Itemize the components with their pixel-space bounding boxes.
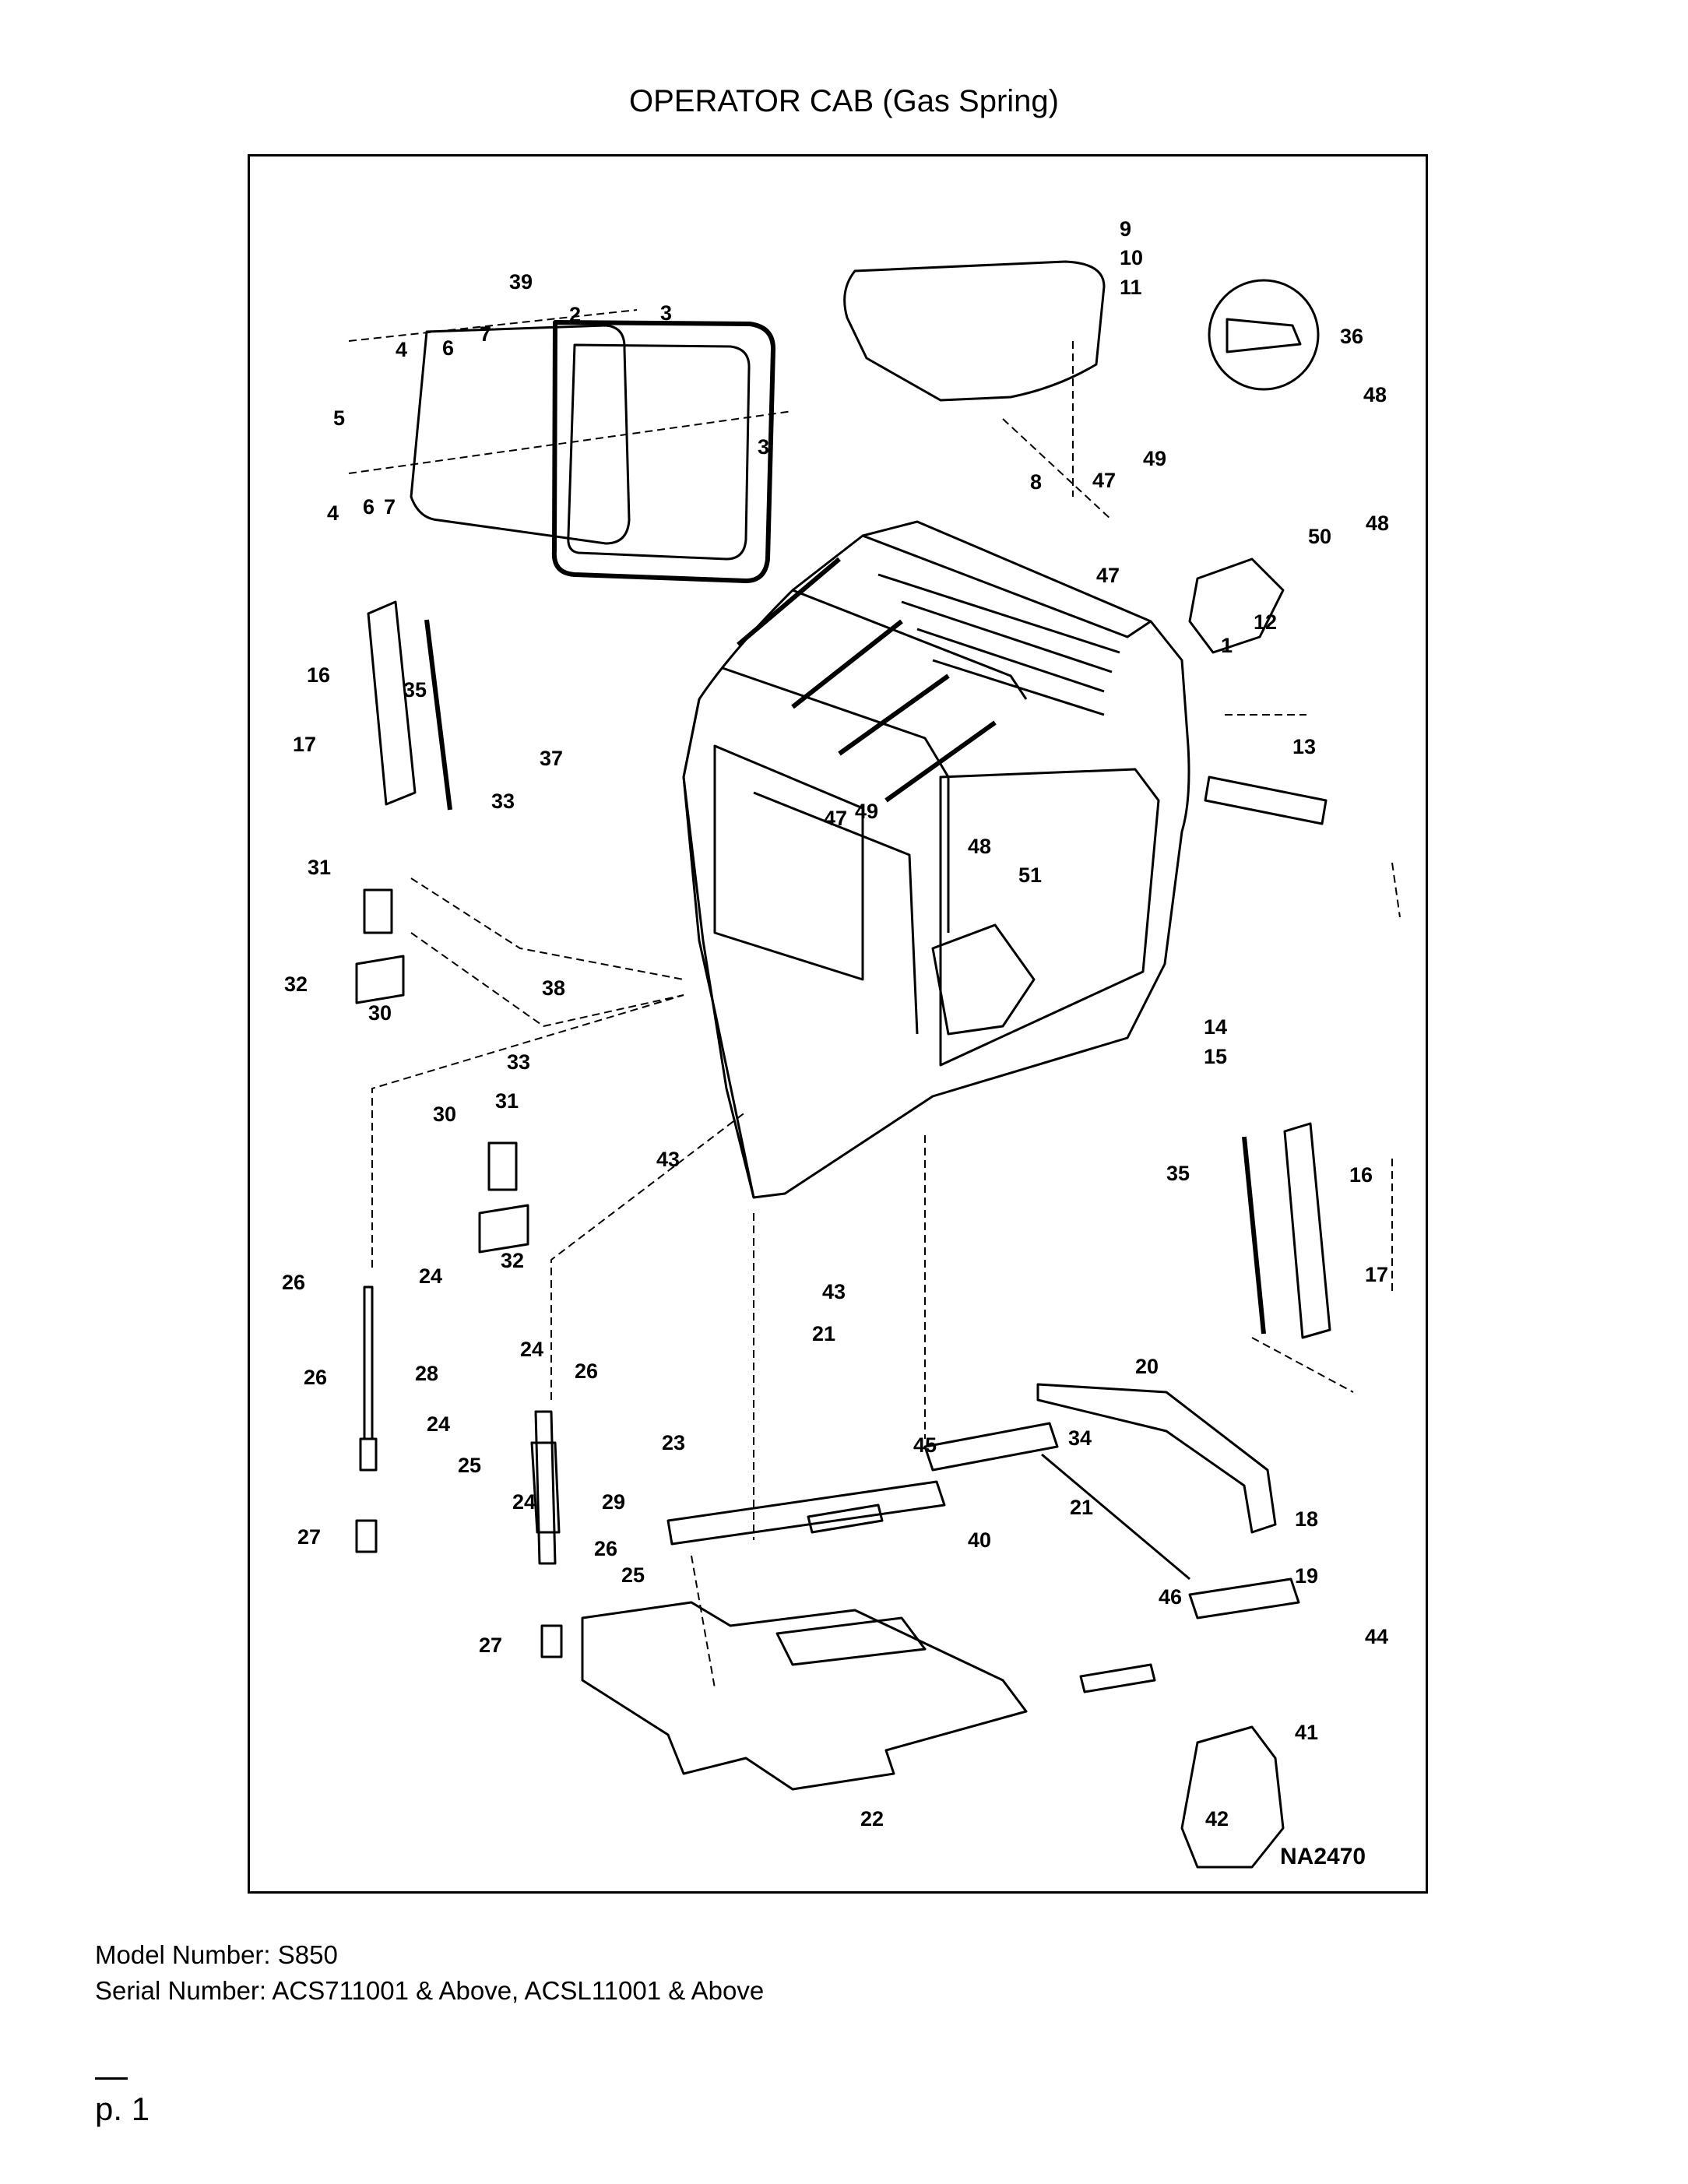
callout-16-left: 16 [307,663,330,687]
callout-23: 23 [662,1431,685,1454]
callout-3-top: 3 [660,301,672,325]
grease-tube-inset [1208,279,1320,391]
callout-5: 5 [333,406,345,430]
callout-48-a: 48 [1363,383,1387,406]
callout-3-bottom: 3 [758,435,769,459]
side-panel-left [367,600,417,806]
rear-window [410,324,631,545]
callout-48-b: 48 [1366,512,1389,535]
callout-33-a: 33 [491,790,515,813]
callout-26-c: 26 [575,1359,598,1383]
callout-14: 14 [1204,1015,1227,1039]
callout-30-a: 30 [368,1001,392,1025]
callout-34: 34 [1068,1426,1092,1450]
callout-36: 36 [1340,325,1363,348]
callout-25-b: 25 [621,1563,645,1587]
callout-38: 38 [542,976,565,1000]
callout-42: 42 [1205,1807,1229,1831]
roof-panel [843,260,1106,402]
callout-7-bottom: 7 [384,495,396,519]
callout-4-bottom: 4 [327,501,339,525]
callout-26-a: 26 [282,1271,305,1294]
gas-spring-29 [534,1410,557,1565]
callout-8: 8 [1030,470,1042,494]
gas-spring-28 [363,1285,374,1440]
callout-47-a: 47 [1092,469,1116,492]
callout-15: 15 [1204,1045,1227,1068]
callout-49-a: 49 [1143,447,1166,470]
callout-12: 12 [1254,610,1277,634]
callout-45: 45 [913,1433,937,1457]
callout-24-a: 24 [419,1264,442,1288]
callout-21-left: 21 [812,1322,835,1345]
page-title: OPERATOR CAB (Gas Spring) [629,84,1059,118]
callout-10: 10 [1120,246,1143,269]
callout-33-b: 33 [507,1050,530,1074]
callout-43-b: 43 [822,1280,846,1303]
page-rule [95,2077,128,2080]
callout-37: 37 [540,747,563,770]
callout-47-c: 47 [824,807,847,830]
serial-number: Serial Number: ACS711001 & Above, ACSL11… [95,1976,765,2005]
callout-13: 13 [1292,735,1316,758]
callout-19: 19 [1295,1564,1318,1588]
callout-17-right: 17 [1365,1263,1388,1286]
callout-35-left: 35 [403,678,427,702]
callout-2: 2 [569,303,581,326]
callout-1: 1 [1221,634,1233,657]
callout-46: 46 [1159,1585,1182,1609]
callout-22: 22 [860,1807,884,1831]
callout-51: 51 [1018,863,1042,887]
callout-47-b: 47 [1096,564,1120,587]
callout-49-b: 49 [855,800,878,823]
callout-50: 50 [1308,525,1331,548]
diagram-frame [248,154,1428,1894]
callout-24-b: 24 [520,1338,543,1361]
callout-21-right: 21 [1070,1496,1093,1519]
callout-43-a: 43 [656,1148,680,1171]
floor-plate-22 [581,1601,1028,1791]
callout-9: 9 [1120,217,1131,241]
parts-diagram: 1 2 3 3 4 4 5 6 6 7 7 8 9 10 11 12 13 14… [248,154,1428,1894]
callout-48-c: 48 [968,835,991,858]
callout-32-b: 32 [501,1249,524,1272]
callout-28: 28 [415,1362,438,1385]
callout-18: 18 [1295,1507,1318,1531]
callout-6-bottom: 6 [363,495,375,519]
callout-27-a: 27 [297,1525,321,1549]
callout-40: 40 [968,1528,991,1552]
callout-27-b: 27 [479,1634,502,1657]
window-seal [551,320,775,583]
model-number: Model Number: S850 [95,1940,338,1969]
callout-11: 11 [1120,276,1142,299]
callout-25-a: 25 [458,1454,481,1477]
mount-44 [1180,1725,1285,1869]
callout-30-b: 30 [433,1103,456,1126]
callout-31-b: 31 [495,1089,519,1113]
callout-16-right: 16 [1349,1163,1373,1187]
callout-7-top: 7 [480,322,491,346]
callout-24-c: 24 [427,1412,450,1436]
callout-31-a: 31 [308,856,331,879]
callout-39: 39 [509,270,533,294]
callout-35-right: 35 [1166,1162,1190,1185]
cab-body [682,520,1190,1199]
drawing-id: NA2470 [1280,1844,1366,1869]
callout-26-d: 26 [594,1537,617,1560]
rail-20 [1036,1383,1277,1534]
callout-20: 20 [1135,1355,1159,1378]
callout-41: 41 [1295,1721,1318,1744]
page-number: p. 1 [95,2091,150,2127]
callout-44: 44 [1365,1625,1388,1648]
callout-4-top: 4 [396,338,407,361]
callout-26-b: 26 [304,1366,327,1389]
side-panel-right [1283,1122,1331,1339]
callout-17-left: 17 [293,733,316,756]
callout-6-top: 6 [442,336,454,360]
callout-32-a: 32 [284,972,308,996]
callout-29: 29 [602,1490,625,1514]
floor-pad-40 [666,1480,946,1546]
callout-24-d: 24 [512,1490,536,1514]
